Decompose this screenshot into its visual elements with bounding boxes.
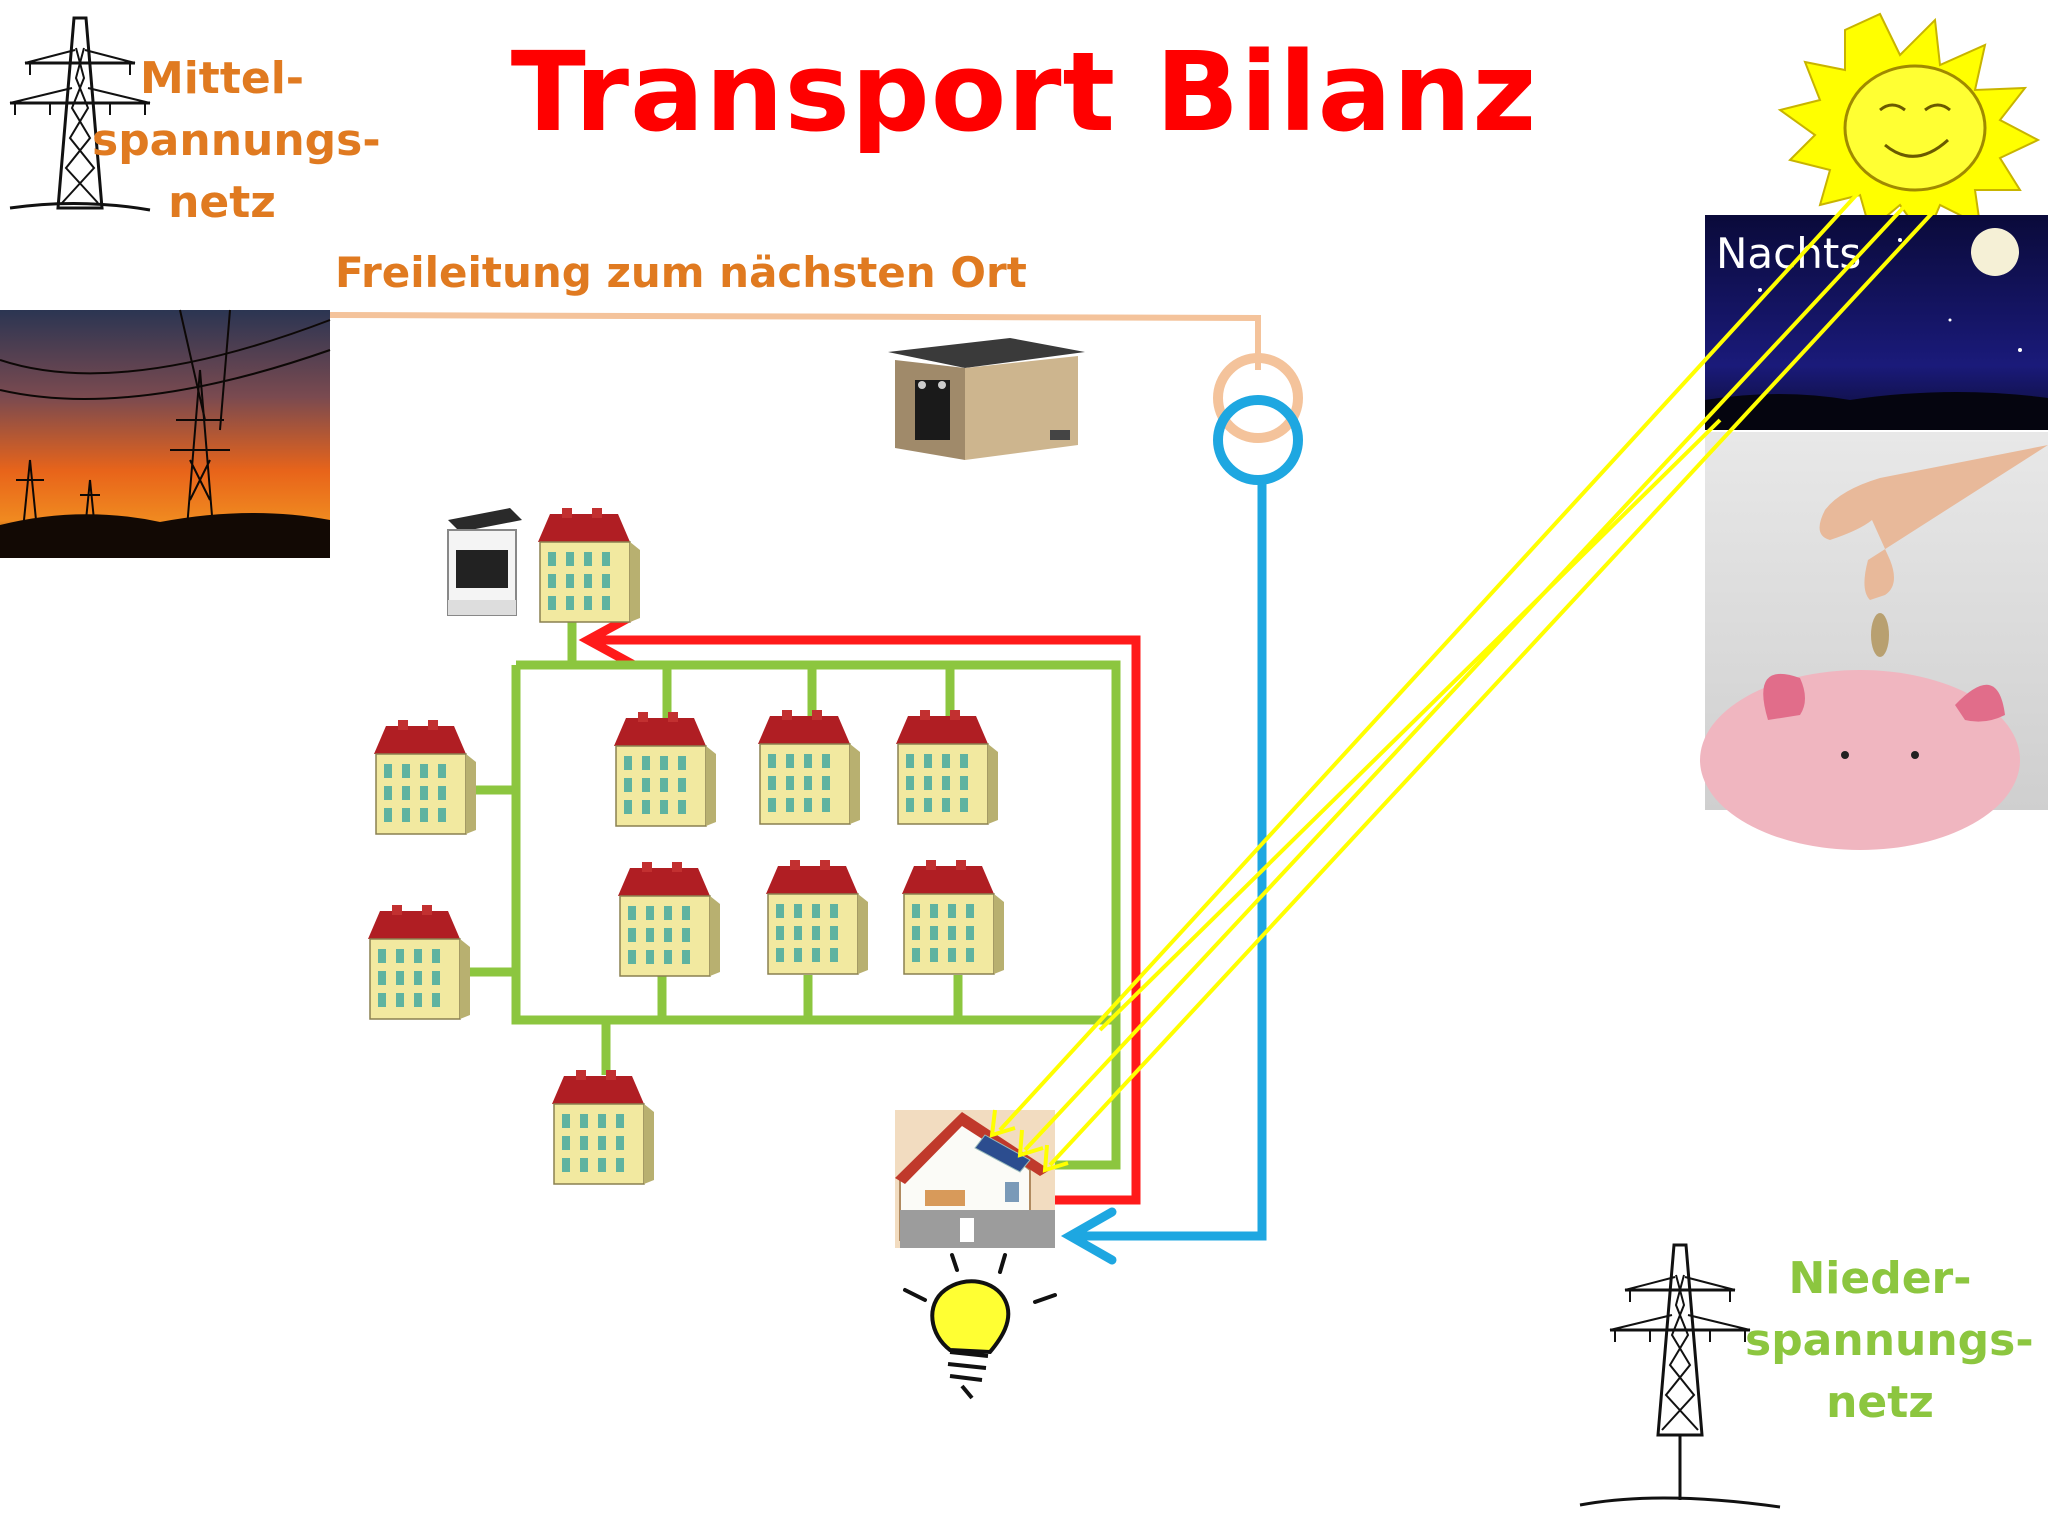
mv-label-line: Mittel-: [139, 53, 305, 104]
building: [901, 859, 1005, 975]
building: [551, 1069, 655, 1185]
lv-label-line: Nieder-: [1788, 1253, 1972, 1304]
sun-ray-arrowheads: [989, 1109, 1069, 1173]
electric-stove-icon: [447, 508, 522, 616]
piggy-bank-photo: [1700, 432, 2048, 850]
mv-label-line: netz: [168, 177, 276, 228]
mv-overhead-line: [329, 312, 1261, 370]
prosumer-house-solar-storage-icon: [895, 1110, 1055, 1248]
mv-pylon-icon: [8, 16, 152, 212]
lv-feed-arrowhead: [1060, 1207, 1117, 1265]
sun-rays: [998, 178, 1937, 1167]
building: [757, 709, 861, 825]
building: [373, 719, 477, 835]
mv-label-line: spannungs-: [92, 115, 381, 166]
medium-voltage-label: Mittel- spannungs- netz: [92, 48, 381, 234]
building: [537, 507, 641, 623]
building: [765, 859, 869, 975]
building: [617, 861, 721, 977]
overhead-line-label: Freileitung zum nächsten Ort: [335, 248, 1027, 297]
transformer-station-icon: [888, 338, 1085, 460]
lv-distribution-grid: [462, 620, 1121, 1170]
sunset-pylons-photo: [0, 309, 331, 558]
building: [895, 709, 999, 825]
return-flow-line: [590, 635, 1141, 1205]
transformer-primary-coil: [1213, 353, 1303, 443]
page-title: Transport Bilanz: [510, 28, 1538, 156]
lv-label-line: spannungs-: [1745, 1315, 2034, 1366]
lv-feed-line: [1075, 480, 1267, 1241]
low-voltage-label: Nieder- spannungs- netz: [1745, 1248, 2034, 1434]
lv-pylon-icon: [1579, 1243, 1781, 1509]
building: [367, 904, 471, 1020]
sun-icon: [1777, 12, 2041, 243]
building: [613, 711, 717, 827]
light-bulb-icon: [903, 1253, 1057, 1400]
lv-label-line: netz: [1826, 1377, 1934, 1428]
return-flow-arrowhead: [578, 611, 637, 669]
